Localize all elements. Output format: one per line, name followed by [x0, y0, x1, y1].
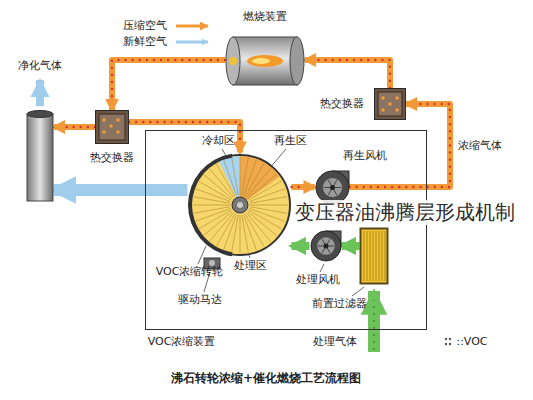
node-label: 净化气体 [18, 59, 62, 73]
exhaust-arrow [40, 80, 41, 106]
pipe-connector [54, 127, 95, 128]
heat-exchanger: 热交换器 [95, 110, 129, 144]
heat-exchanger-shape [95, 110, 129, 144]
pipe-connector [292, 246, 310, 247]
exhaust-stack-shape [26, 110, 54, 202]
node-label: 再生风机 [343, 149, 387, 163]
caption: 沸石转轮浓缩+催化燃烧工艺流程图 [171, 371, 361, 386]
legend-text: 压缩空气 [123, 19, 167, 33]
node-label: VOC浓缩转轮 [156, 265, 224, 279]
voc-dots [445, 338, 451, 345]
flow-label: 处理气体 [313, 335, 357, 349]
zone-label: 再生区 [274, 134, 307, 148]
pipe-connector [292, 187, 315, 188]
pipe-connector [54, 190, 188, 191]
node-label: 处理风机 [296, 273, 340, 287]
process-fan-shape [310, 230, 342, 262]
pre-filter: 前置过滤器 [360, 228, 388, 284]
legend-samples [176, 26, 208, 42]
watermark: 变压器油沸腾层形成机制 [292, 200, 518, 225]
part-label: 驱动马达 [178, 293, 222, 307]
process-fan: 处理风机 [310, 230, 342, 262]
concentration-rotor-shape [188, 153, 292, 257]
node-label: 热交换器 [90, 151, 134, 165]
flow-label: ::VOC [456, 335, 487, 349]
zone-label: 冷却区 [202, 134, 235, 148]
pipe-connector [342, 246, 360, 247]
exhaust-stack: 净化气体 [26, 110, 54, 202]
concentration-rotor: VOC浓缩转轮 [188, 153, 292, 257]
node-label: 热交换器 [320, 97, 364, 111]
zone-label: 处理区 [234, 259, 267, 273]
node-label: VOC浓缩装置 [148, 335, 216, 349]
legend-text: 新鲜空气 [123, 35, 167, 49]
combustion-device-shape [225, 36, 305, 86]
node-label: 燃烧装置 [243, 10, 287, 24]
pre-filter-shape [360, 228, 388, 284]
pipe-label: 浓缩气体 [458, 139, 502, 153]
pipe-connector [112, 60, 225, 110]
pipe-connector [305, 60, 390, 88]
node-label: 前置过滤器 [312, 297, 367, 311]
heat-exchanger: 热交换器 [374, 88, 406, 120]
heat-exchanger-shape [374, 88, 406, 120]
inlet-arrow [374, 291, 375, 352]
combustion-device: 燃烧装置 [225, 36, 305, 86]
